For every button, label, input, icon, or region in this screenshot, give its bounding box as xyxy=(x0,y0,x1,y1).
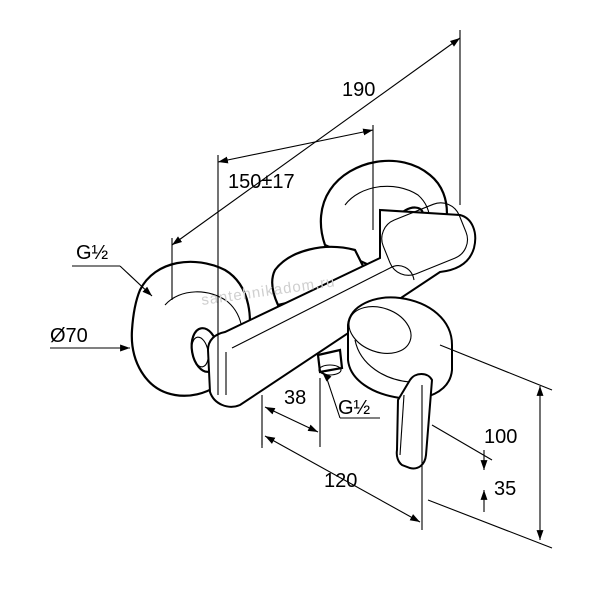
outlet-nozzle xyxy=(316,348,344,376)
dim-100-label: 100 xyxy=(484,426,517,448)
dim-g-left-label: G½ xyxy=(76,242,109,264)
dimension-38: 38 xyxy=(261,378,321,447)
callout-g-half-outlet: G½ xyxy=(321,371,380,419)
mixer-body xyxy=(206,202,477,408)
callout-diameter-70: Ø70 xyxy=(50,325,130,352)
dim-d70-label: Ø70 xyxy=(50,325,88,347)
dimension-120: 120 xyxy=(261,385,423,530)
dim-g-outlet-label: G½ xyxy=(338,397,371,419)
dim-38-label: 38 xyxy=(284,387,306,409)
dimension-35: 35 xyxy=(431,424,516,512)
dim-190-label: 190 xyxy=(342,79,375,101)
dimension-100: 100 xyxy=(427,344,553,549)
dim-150-label: 150±17 xyxy=(228,171,295,193)
dimension-150: 150±17 xyxy=(217,125,374,395)
callout-g-half-left: G½ xyxy=(72,242,153,297)
cartridge-housing xyxy=(347,296,453,400)
dim-35-label: 35 xyxy=(494,478,516,500)
middle-wall-rosette xyxy=(271,245,367,307)
dim-120-label: 120 xyxy=(324,470,357,492)
